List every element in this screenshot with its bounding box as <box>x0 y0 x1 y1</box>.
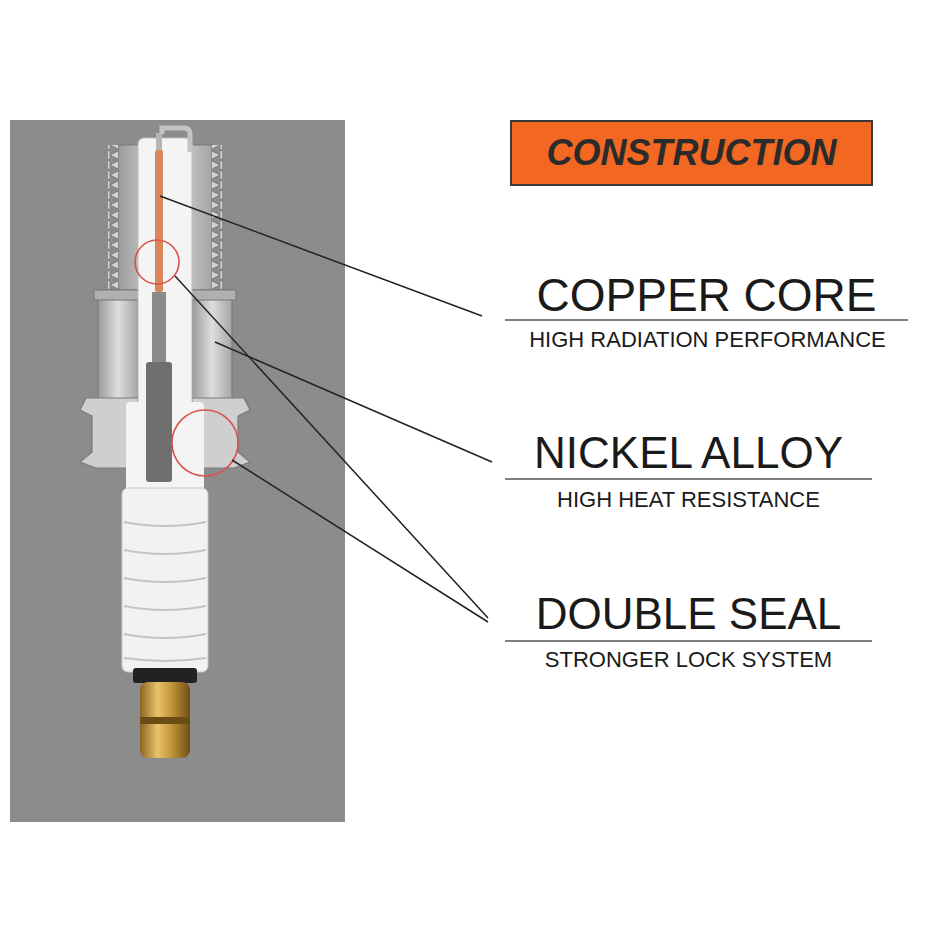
seal-circle <box>135 240 179 284</box>
terminal-ring <box>133 668 197 683</box>
grey-panel <box>10 120 345 822</box>
thread-right <box>212 145 222 295</box>
underline <box>505 478 872 480</box>
leader-line <box>175 276 488 618</box>
leader-line <box>215 342 492 462</box>
ribbed-insulator <box>122 488 208 672</box>
leader-line <box>232 460 488 622</box>
leader-line <box>160 196 482 316</box>
copper-core <box>155 150 163 292</box>
center-rod <box>152 292 166 362</box>
ground-electrode <box>162 128 190 152</box>
part-description: STRONGER LOCK SYSTEM <box>505 646 872 674</box>
seal-circle <box>172 410 238 476</box>
part-description: HIGH RADIATION PERFORMANCE <box>495 326 920 354</box>
shell-wall-left <box>98 290 138 400</box>
terminal-stud <box>146 362 172 482</box>
part-name: DOUBLE SEAL <box>505 589 872 639</box>
part-description: HIGH HEAT RESISTANCE <box>505 486 872 514</box>
part-name: NICKEL ALLOY <box>505 428 872 478</box>
terminal-nut <box>140 682 190 758</box>
underline <box>505 640 872 642</box>
heading-box: CONSTRUCTION <box>510 120 873 186</box>
insulator-ribs <box>124 522 206 661</box>
part-name: COPPER CORE <box>505 270 908 320</box>
heading-text: CONSTRUCTION <box>547 132 837 174</box>
shell-wall-right <box>192 290 232 400</box>
thread-left <box>108 145 118 295</box>
terminal-groove <box>140 717 190 724</box>
